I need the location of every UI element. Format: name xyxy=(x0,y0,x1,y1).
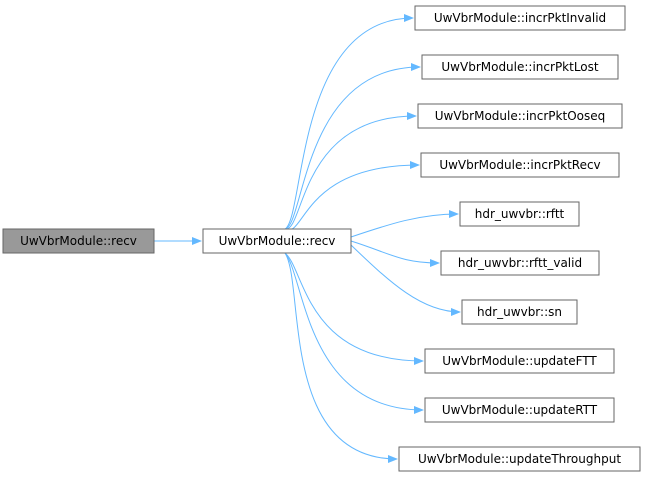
callee-node-label: hdr_uwvbr::rftt xyxy=(475,207,565,221)
edge-center-to-callee-7 xyxy=(350,244,461,316)
center-node[interactable]: UwVbrModule::recv xyxy=(202,228,352,254)
callee-node-label: UwVbrModule::incrPktInvalid xyxy=(434,11,606,25)
callee-node-label: UwVbrModule::updateThroughput xyxy=(418,452,621,466)
edge-center-to-callee-3 xyxy=(284,112,417,230)
edge-center-to-callee-8 xyxy=(284,252,424,365)
callee-node-label: UwVbrModule::incrPktLost xyxy=(441,60,599,74)
edge-center-to-callee-5 xyxy=(350,210,459,238)
graph-nodes: UwVbrModule::recv UwVbrModule::recv UwVb… xyxy=(2,5,641,472)
edge-center-to-callee-1 xyxy=(284,14,414,230)
edge-center-to-callee-10 xyxy=(284,252,398,463)
graph-edges xyxy=(154,14,461,463)
edge-center-to-callee-4 xyxy=(284,161,420,231)
callee-node-8[interactable]: UwVbrModule::updateFTT xyxy=(424,348,615,374)
callee-node-label: UwVbrModule::incrPktRecv xyxy=(439,158,600,172)
callee-node-3[interactable]: UwVbrModule::incrPktOoseq xyxy=(417,103,623,129)
root-node-label: UwVbrModule::recv xyxy=(20,234,137,248)
callee-node-label: UwVbrModule::incrPktOoseq xyxy=(435,109,605,123)
callee-node-1[interactable]: UwVbrModule::incrPktInvalid xyxy=(414,5,626,31)
callee-node-6[interactable]: hdr_uwvbr::rftt_valid xyxy=(440,250,600,276)
edge-center-to-callee-6 xyxy=(350,240,440,267)
center-node-label: UwVbrModule::recv xyxy=(219,234,336,248)
callee-node-7[interactable]: hdr_uwvbr::sn xyxy=(461,299,578,325)
callee-node-label: UwVbrModule::updateRTT xyxy=(442,403,598,417)
callee-node-label: hdr_uwvbr::sn xyxy=(477,305,562,319)
callee-node-2[interactable]: UwVbrModule::incrPktLost xyxy=(421,54,619,80)
callee-node-5[interactable]: hdr_uwvbr::rftt xyxy=(459,201,580,227)
root-node[interactable]: UwVbrModule::recv xyxy=(2,228,155,254)
edge-center-to-callee-2 xyxy=(284,63,421,230)
callee-node-10[interactable]: UwVbrModule::updateThroughput xyxy=(398,446,641,472)
callee-node-9[interactable]: UwVbrModule::updateRTT xyxy=(424,397,615,423)
callee-node-label: hdr_uwvbr::rftt_valid xyxy=(458,256,582,270)
callee-node-label: UwVbrModule::updateFTT xyxy=(442,354,597,368)
callee-node-4[interactable]: UwVbrModule::incrPktRecv xyxy=(420,152,620,178)
edge-center-to-callee-9 xyxy=(284,252,424,414)
